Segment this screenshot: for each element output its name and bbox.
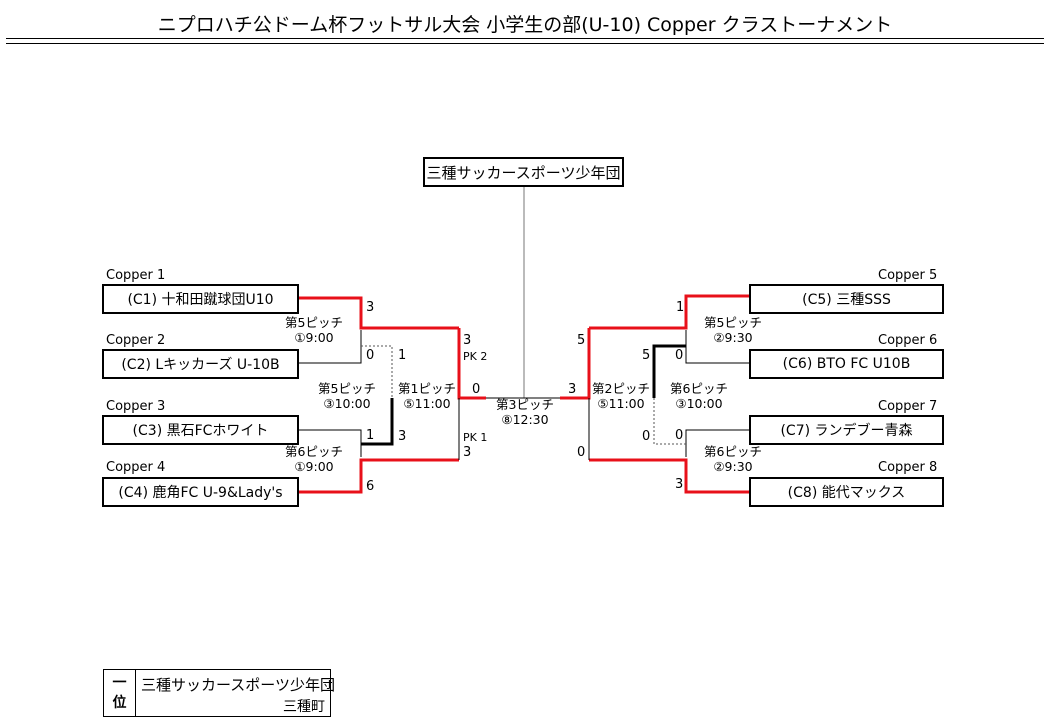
line-m3-right [652, 344, 686, 398]
right-m1-score-b: 0 [675, 348, 684, 363]
team-box-c4: (C4) 鹿角FC U-9&Lady's [102, 477, 299, 507]
line-c3 [298, 429, 362, 457]
left-m4-pitch: 第1ピッチ ⑤11:00 [398, 381, 456, 411]
right-m1-time: ②9:30 [713, 330, 753, 345]
final-pitch: 第3ピッチ ⑧12:30 [496, 397, 554, 427]
left-m2-pitch: 第6ピッチ ①9:00 [285, 444, 343, 474]
left-m3-score-a: 1 [398, 348, 407, 363]
left-m3-time: ③10:00 [323, 396, 371, 411]
result-town: 三種町 [283, 699, 325, 715]
team-box-c6: (C6) BTO FC U10B [749, 349, 944, 379]
left-m4-score-b: 3 [463, 445, 472, 460]
right-m2-pitch-name: 第6ピッチ [704, 444, 762, 459]
line-c5 [589, 294, 750, 330]
left-m3-pitch-name: 第5ピッチ [318, 381, 376, 396]
result-team: 三種サッカースポーツ少年団 [141, 676, 335, 694]
line-m2-stub [653, 398, 686, 445]
right-m1-pitch: 第5ピッチ ②9:30 [704, 315, 762, 345]
champion-box: 三種サッカースポーツ少年団 [423, 157, 624, 187]
right-m3-time: ③10:00 [675, 396, 723, 411]
right-m2-pitch: 第6ピッチ ②9:30 [704, 444, 762, 474]
left-m2-score-b: 6 [366, 479, 375, 494]
seed-label-c3: Copper 3 [106, 399, 166, 414]
right-m4-score-b: 0 [577, 445, 586, 460]
line-c4 [298, 458, 459, 494]
line-m3 [361, 398, 394, 446]
team-box-c2: (C2) Lキッカーズ U-10B [102, 349, 299, 379]
result-rank: 一位 [104, 670, 136, 716]
seed-label-c2: Copper 2 [106, 333, 166, 348]
team-box-c5: (C5) 三種SSS [749, 284, 944, 314]
right-m3-pitch-name: 第6ピッチ [670, 381, 728, 396]
right-m4-time: ⑤11:00 [597, 396, 645, 411]
right-m1-score-a: 1 [676, 300, 685, 315]
right-m3-score-a: 5 [642, 348, 651, 363]
left-m1-score-a: 3 [366, 300, 375, 315]
left-m4-pk-b: PK 1 [463, 431, 488, 444]
left-m4-pk-a: PK 2 [463, 350, 488, 363]
left-m1-pitch: 第5ピッチ ①9:00 [285, 315, 343, 345]
right-m2-time: ②9:30 [713, 459, 753, 474]
final-score-left: 0 [472, 382, 481, 397]
left-m4-pitch-name: 第1ピッチ [398, 381, 456, 396]
seed-label-c5: Copper 5 [878, 268, 938, 283]
right-m2-score-a: 0 [675, 428, 684, 443]
left-m2-score-a: 1 [366, 428, 375, 443]
right-m3-pitch: 第6ピッチ ③10:00 [670, 381, 728, 411]
title-divider-2 [6, 43, 1044, 44]
left-m4-time: ⑤11:00 [403, 396, 451, 411]
left-m2-pitch-name: 第6ピッチ [285, 444, 343, 459]
left-m3-score-b: 3 [398, 429, 407, 444]
seed-label-c6: Copper 6 [878, 333, 938, 348]
left-m1-score-b: 0 [366, 348, 375, 363]
line-c7 [685, 429, 750, 457]
final-time: ⑧12:30 [501, 412, 549, 427]
left-m1-pitch-name: 第5ピッチ [285, 315, 343, 330]
result-table: 一位 三種サッカースポーツ少年団 三種町 [103, 669, 335, 717]
left-m1-time: ①9:00 [294, 330, 334, 345]
line-c8 [589, 458, 750, 494]
right-m4-score-a: 5 [577, 333, 586, 348]
left-m3-pitch: 第5ピッチ ③10:00 [318, 381, 376, 411]
left-m4-score-a: 3 [463, 333, 472, 348]
title-divider-1 [6, 38, 1044, 39]
line-c1 [298, 296, 459, 330]
final-pitch-name: 第3ピッチ [496, 397, 554, 412]
team-box-c8: (C8) 能代マックス [749, 477, 944, 507]
seed-label-c4: Copper 4 [106, 460, 166, 475]
team-box-c7: (C7) ランデブー青森 [749, 415, 944, 445]
seed-label-c1: Copper 1 [106, 268, 166, 283]
line-c2 [298, 330, 362, 364]
result-rank-char-1: 一 [112, 675, 127, 691]
seed-label-c8: Copper 8 [878, 460, 938, 475]
team-box-c1: (C1) 十和田蹴球団U10 [102, 284, 299, 314]
page-title: ニプロハチ公ドーム杯フットサル大会 小学生の部(U-10) Copper クラス… [157, 14, 893, 36]
final-score-right: 3 [568, 382, 577, 397]
line-c6 [685, 330, 750, 364]
right-m1-pitch-name: 第5ピッチ [704, 315, 762, 330]
right-m3-score-b: 0 [642, 429, 651, 444]
right-m4-pitch-name: 第2ピッチ [592, 381, 650, 396]
seed-label-c7: Copper 7 [878, 399, 938, 414]
result-rank-char-2: 位 [112, 695, 127, 711]
right-m4-pitch: 第2ピッチ ⑤11:00 [592, 381, 650, 411]
team-box-c3: (C3) 黒石FCホワイト [102, 415, 299, 445]
right-m2-score-b: 3 [675, 477, 684, 492]
left-m2-time: ①9:00 [294, 459, 334, 474]
